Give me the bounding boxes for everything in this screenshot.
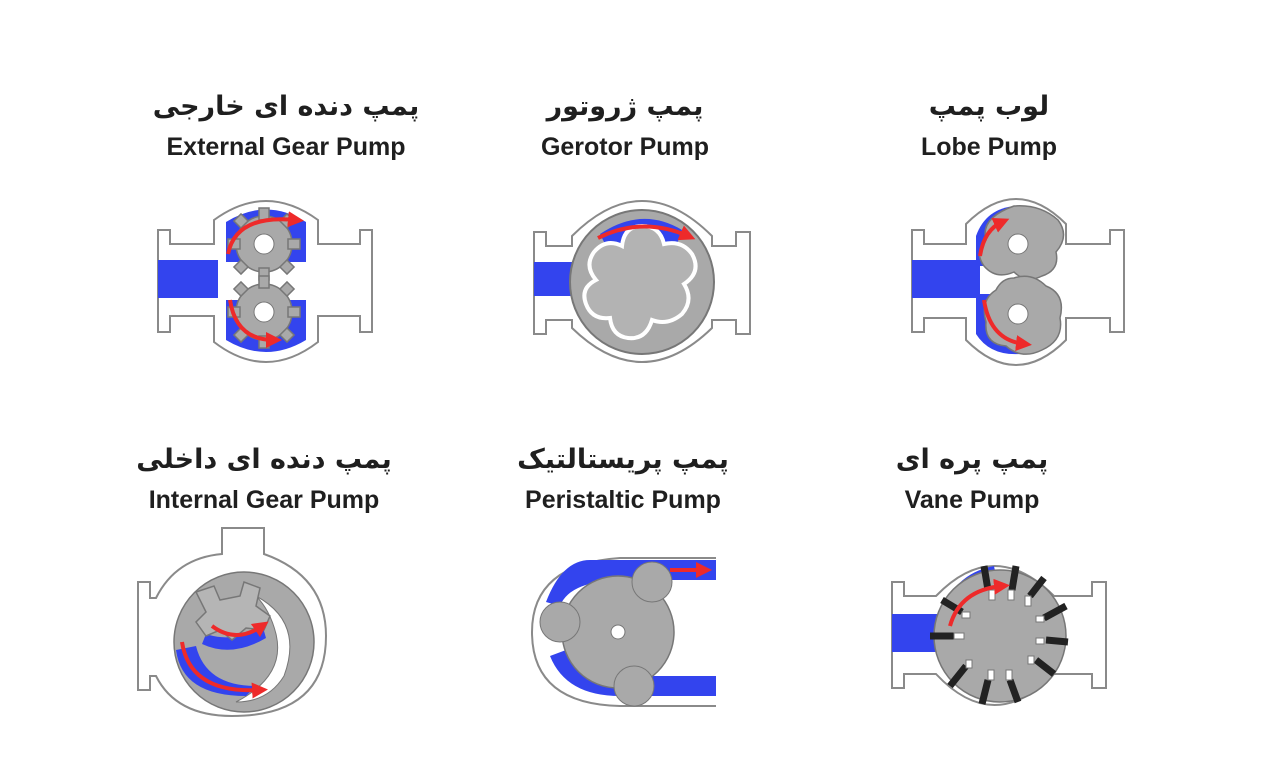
roller-3 — [613, 665, 655, 707]
vane-heading: پمپ پره ای Vane Pump — [772, 443, 1172, 515]
internal-gear-pump-diagram — [137, 527, 328, 718]
vane-title-fa: پمپ پره ای — [895, 444, 1049, 475]
flow-arrow-bottom — [228, 299, 282, 348]
gerotor-pump-diagram — [533, 200, 751, 363]
fluid-chamber — [176, 646, 256, 696]
vane-title-en: Vane Pump — [904, 486, 1040, 514]
lobe-pump-diagram — [911, 198, 1125, 366]
lobe-title-en: Lobe Pump — [920, 133, 1058, 161]
lobe-title-fa: لوب پمپ — [928, 91, 1050, 122]
lobe-heading: لوب پمپ Lobe Pump — [789, 90, 1189, 162]
internal-gear-title-fa: پمپ دنده ای داخلی — [136, 444, 392, 475]
flow-arrow — [597, 224, 696, 241]
crescent — [235, 595, 291, 703]
gerotor-title-en: Gerotor Pump — [540, 133, 710, 161]
peristaltic-title-en: Peristaltic Pump — [525, 486, 721, 514]
fluid-inlet — [892, 614, 946, 652]
flow-arrow — [948, 578, 1010, 627]
flow-arrow-top — [978, 217, 1010, 257]
fluid-inlet — [534, 262, 576, 296]
gerotor-title-fa: پمپ ژروتور — [546, 91, 704, 122]
vane-pump-diagram — [891, 565, 1107, 706]
gerotor-heading: پمپ ژروتور Gerotor Pump — [425, 90, 825, 162]
peristaltic-pump-diagram — [530, 557, 716, 707]
peristaltic-title-fa: پمپ پریستالتیک — [517, 444, 729, 475]
flow-arrow-inner — [210, 621, 269, 638]
roller-2 — [539, 601, 581, 643]
vane-slots — [953, 589, 1045, 681]
external-gear-pump-diagram — [157, 200, 373, 363]
fluid-inlet — [158, 260, 218, 298]
flow-arrow-bottom — [982, 299, 1032, 352]
roller-1 — [631, 561, 673, 603]
tube-bottom — [550, 650, 716, 696]
flow-arrow-outer — [180, 641, 268, 699]
vanes — [930, 565, 1069, 705]
flow-arrow-top — [226, 211, 304, 255]
internal-gear-heading: پمپ دنده ای داخلی Internal Gear Pump — [64, 443, 464, 515]
external-gear-heading: پمپ دنده ای خارجی External Gear Pump — [86, 90, 486, 162]
peristaltic-heading: پمپ پریستالتیک Peristaltic Pump — [423, 443, 823, 515]
external-gear-title-fa: پمپ دنده ای خارجی — [152, 91, 420, 122]
internal-gear-title-en: Internal Gear Pump — [148, 486, 380, 514]
external-gear-title-en: External Gear Pump — [166, 133, 406, 161]
fluid-inlet — [912, 260, 980, 298]
inner-rotor — [582, 223, 698, 341]
